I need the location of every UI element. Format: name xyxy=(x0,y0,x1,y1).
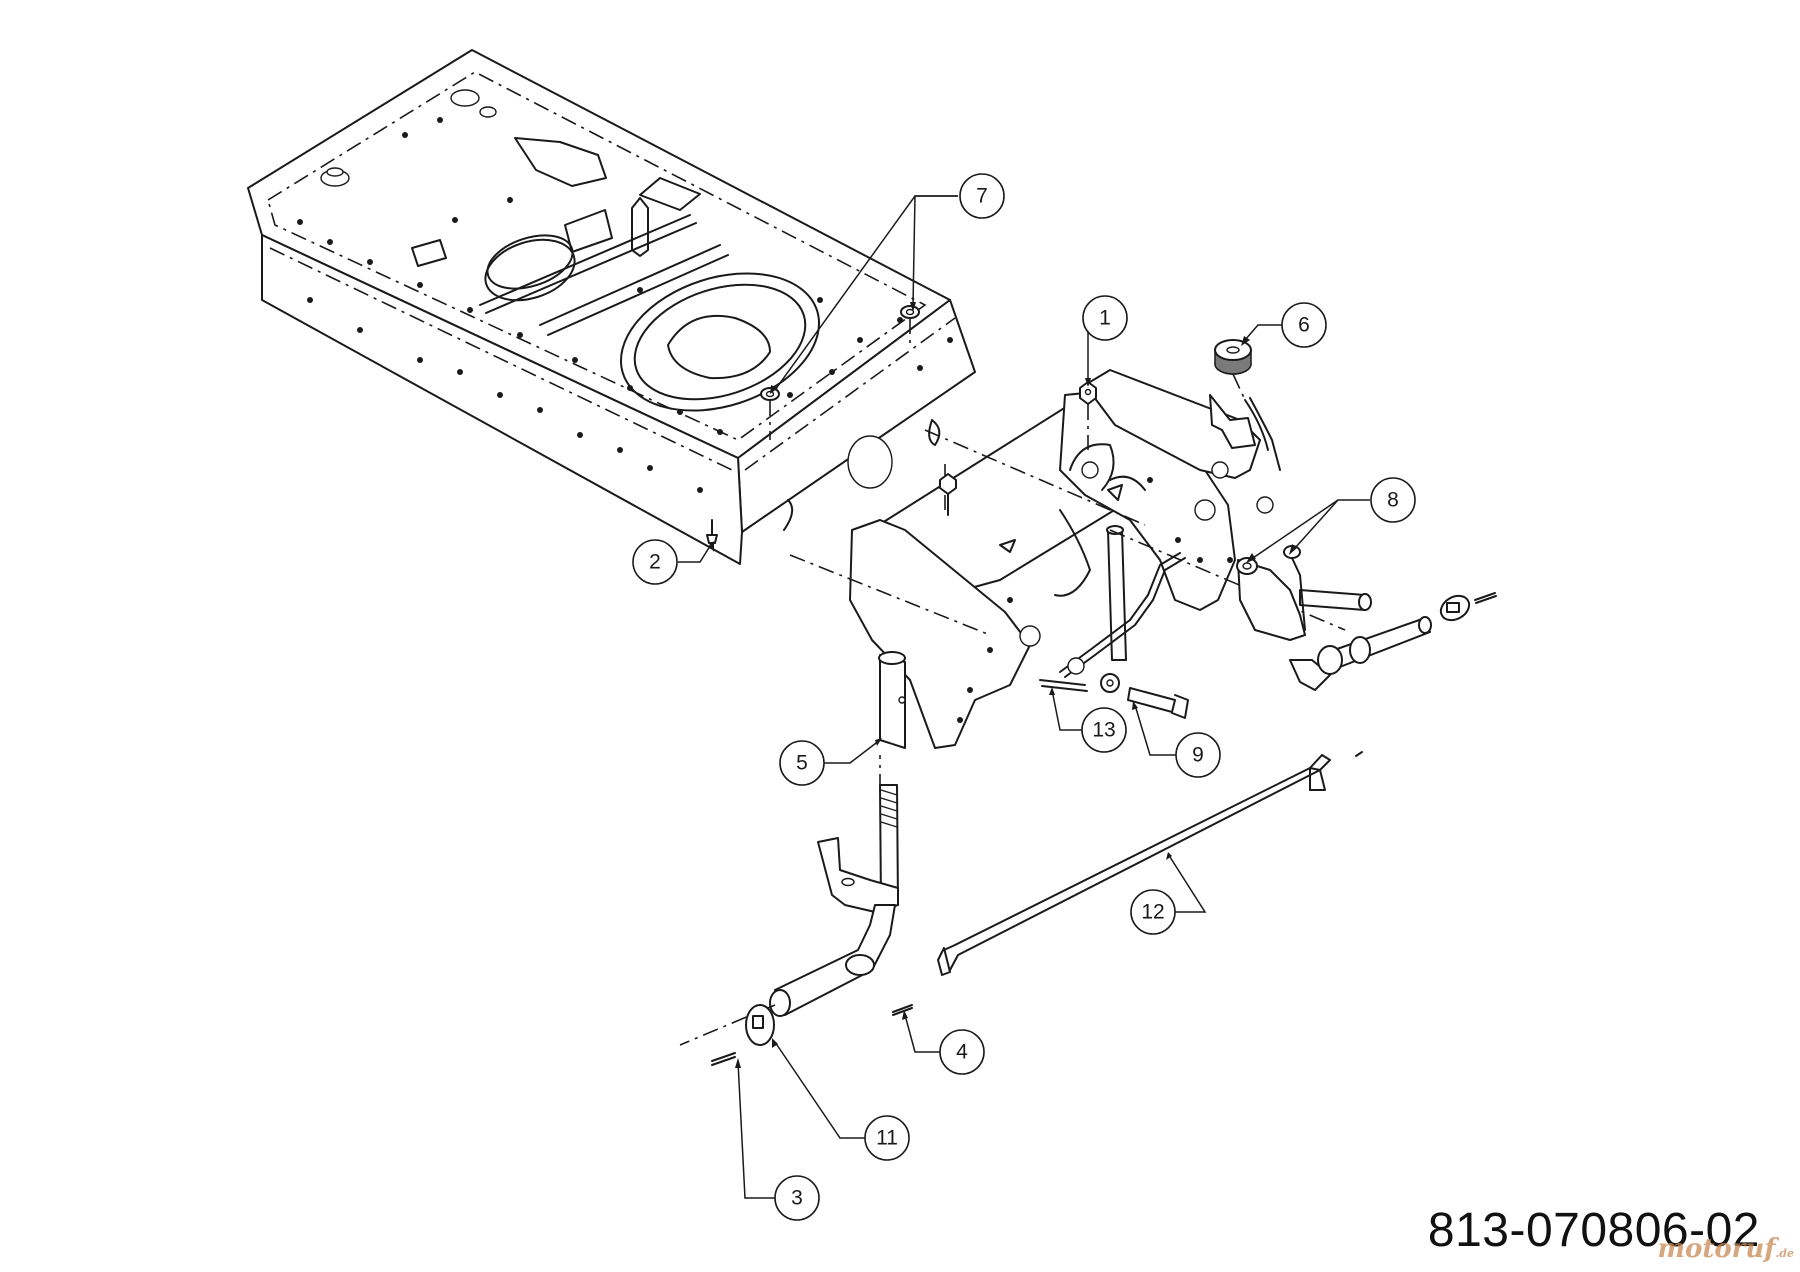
spindle-5 xyxy=(878,651,906,749)
callout-8-label: 8 xyxy=(1387,489,1399,512)
watermark-brand: motoruf xyxy=(1657,1234,1776,1264)
callout-13-label: 13 xyxy=(1092,719,1115,742)
bolt-2 xyxy=(706,519,718,544)
bushing-8-a xyxy=(1236,557,1258,575)
callout-1: 1 xyxy=(1082,295,1128,341)
callout-5: 5 xyxy=(779,740,825,786)
diagram-part-number: 813-070806-02 xyxy=(1427,1204,1760,1257)
callout-12: 12 xyxy=(1130,889,1176,935)
steering-spindle-left xyxy=(769,784,899,1017)
cotter-pin-4 xyxy=(892,1004,913,1016)
callout-9: 11 xyxy=(864,1115,910,1161)
callout-3: 3 xyxy=(774,1175,820,1221)
callout-7-label: 7 xyxy=(976,185,988,208)
drag-link-12 xyxy=(937,754,1331,976)
callout-1-label: 1 xyxy=(1099,307,1111,330)
watermark-logo: motoruf.de xyxy=(1657,1234,1794,1264)
axle-support-bracket xyxy=(849,369,1281,749)
callout-6-label: 6 xyxy=(1298,314,1310,337)
frame-plate xyxy=(247,49,976,565)
washer-right xyxy=(1439,594,1471,622)
callout-8: 8 xyxy=(1370,477,1416,523)
callout-5-label: 5 xyxy=(796,752,808,775)
callout-11: 9 xyxy=(1175,732,1221,778)
washer-7-a xyxy=(900,305,920,319)
callout-6: 6 xyxy=(1281,302,1327,348)
bumper-6 xyxy=(1214,339,1252,375)
callout-7: 7 xyxy=(959,173,1005,219)
linkage-rod-13 xyxy=(1039,552,1186,692)
bracket-bolt xyxy=(939,473,957,516)
washer-9 xyxy=(745,1004,775,1046)
callout-4: 4 xyxy=(939,1029,985,1075)
washer-11 xyxy=(1100,673,1120,693)
steering-spindle-right xyxy=(1237,559,1432,691)
callout-11-label: 9 xyxy=(1192,744,1204,767)
callout-2-label: 2 xyxy=(649,551,661,574)
frame-holes xyxy=(297,117,953,493)
watermark-suffix: .de xyxy=(1775,1247,1794,1260)
callout-12-label: 12 xyxy=(1141,901,1164,924)
callout-leaders xyxy=(678,195,1370,1199)
callout-9-label: 11 xyxy=(876,1127,898,1150)
callout-3-label: 3 xyxy=(791,1187,803,1210)
callout-2: 2 xyxy=(632,539,678,585)
callout-13: 13 xyxy=(1081,707,1127,753)
callout-4-label: 4 xyxy=(956,1041,968,1064)
cotter-pin-3 xyxy=(711,1052,736,1066)
bolt-11 xyxy=(1127,687,1189,719)
